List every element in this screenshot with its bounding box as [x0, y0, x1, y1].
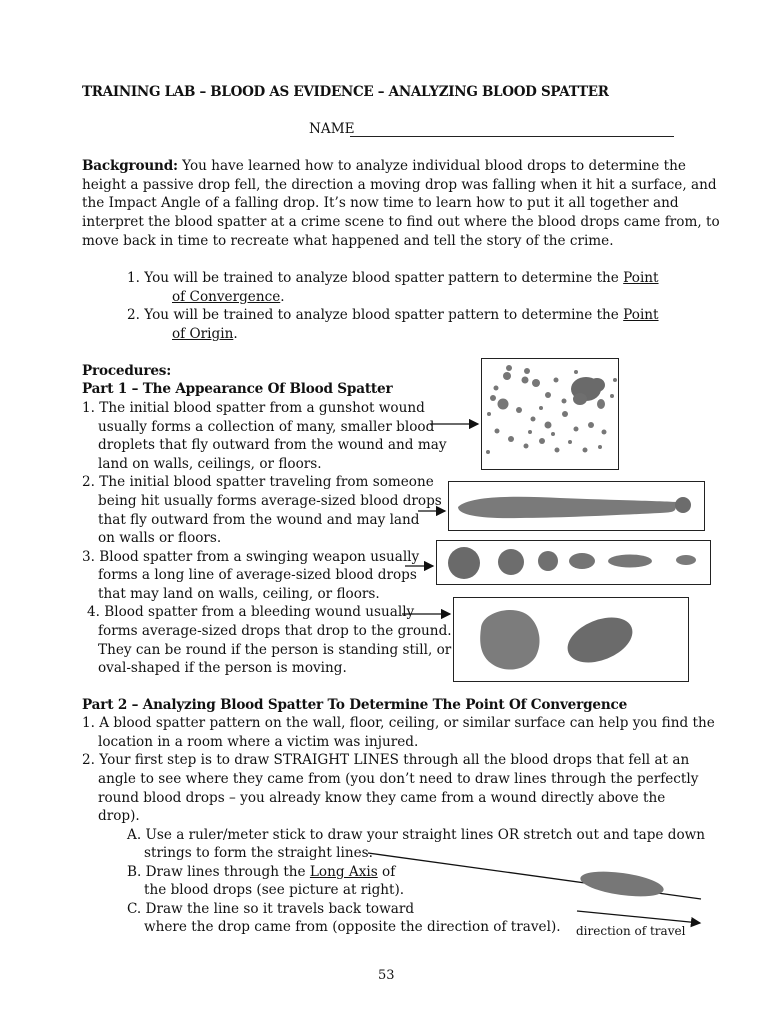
part1-item-4-line-1: 4. Blood spatter from a bleeding wound u…	[87, 604, 415, 620]
part1-item-1-line-3: droplets that fly outward from the wound…	[98, 437, 447, 453]
goal-1: 1. You will be trained to analyze blood …	[127, 270, 659, 286]
long-axis-drop	[580, 871, 664, 897]
background-label: Background:	[82, 158, 178, 174]
part1-item-2-line-1: 2. The initial blood spatter traveling f…	[82, 474, 434, 490]
part2-step-c-line-2: where the drop came from (opposite the d…	[144, 919, 561, 935]
page-title: TRAINING LAB – BLOOD AS EVIDENCE – ANALY…	[82, 84, 609, 100]
procedures-heading: Procedures:	[82, 363, 172, 379]
part1-item-2-line-2: being hit usually forms average-sized bl…	[98, 493, 442, 509]
part1-item-2-line-3: that fly outward from the wound and may …	[98, 512, 420, 528]
part2-item-2-line-3: round blood drops – you already know the…	[98, 790, 666, 806]
part2-step-a-line-1: A. Use a ruler/meter stick to draw your …	[127, 827, 706, 843]
part2-heading: Part 2 – Analyzing Blood Spatter To Dete…	[82, 697, 628, 713]
part1-item-3-line-3: that may land on walls, ceiling, or floo…	[98, 586, 380, 602]
name-field-line[interactable]	[350, 136, 674, 137]
part1-item-4-line-2: forms average-sized drops that drop to t…	[98, 623, 452, 639]
part1-item-1-line-1: 1. The initial blood spatter from a guns…	[82, 400, 425, 416]
part1-item-3-line-1: 3. Blood spatter from a swinging weapon …	[82, 549, 420, 565]
part1-item-4-line-4: oval-shaped if the person is moving.	[98, 660, 347, 676]
part2-item-2-line-4: drop).	[98, 808, 140, 824]
name-label: NAME	[309, 121, 355, 137]
part2-step-b-line-2: the blood drops (see picture at right).	[144, 882, 405, 898]
part1-item-1-line-2: usually forms a collection of many, smal…	[98, 419, 435, 435]
part2-step-c-line-1: C. Draw the line so it travels back towa…	[127, 901, 415, 917]
part1-item-2-line-4: on walls or floors.	[98, 530, 222, 546]
goal-2: 2. You will be trained to analyze blood …	[127, 307, 659, 323]
weapon-drop-line	[448, 547, 696, 579]
part2-step-a-line-2: strings to form the straight lines.	[144, 845, 373, 861]
background-line-3: the Impact Angle of a falling drop. It’s…	[82, 195, 679, 211]
background-line-5: move back in time to recreate what happe…	[82, 233, 614, 249]
direction-of-travel-arrow	[576, 910, 702, 928]
part2-item-1-line-2: location in a room where a victim was in…	[98, 734, 419, 750]
background-line-4: interpret the blood spatter at a crime s…	[82, 214, 720, 230]
bleeding-drops	[480, 609, 633, 670]
part1-item-1-line-4: land on walls, ceilings, or floors.	[98, 456, 322, 472]
direction-of-travel-caption: direction of travel	[576, 924, 686, 938]
background-line-2: height a passive drop fell, the directio…	[82, 177, 717, 193]
part2-item-2-line-2: angle to see where they came from (you d…	[98, 771, 699, 787]
background-line-1: Background: You have learned how to anal…	[82, 158, 686, 174]
goal-2-cont: of Origin.	[172, 326, 238, 342]
page-number: 53	[378, 968, 395, 983]
part1-item-4-line-3: They can be round if the person is stand…	[98, 642, 452, 658]
goal-1-cont: of Convergence.	[172, 289, 285, 305]
gunshot-droplets	[486, 365, 617, 454]
part2-item-1-line-1: 1. A blood spatter pattern on the wall, …	[82, 715, 715, 731]
part2-item-2-line-1: 2. Your first step is to draw STRAIGHT L…	[82, 752, 690, 768]
impact-drop-shape	[458, 496, 691, 519]
part1-item-3-line-2: forms a long line of average-sized blood…	[98, 567, 417, 583]
part2-step-b-line-1: B. Draw lines through the Long Axis of	[127, 864, 396, 880]
part1-heading: Part 1 – The Appearance Of Blood Spatter	[82, 381, 393, 397]
